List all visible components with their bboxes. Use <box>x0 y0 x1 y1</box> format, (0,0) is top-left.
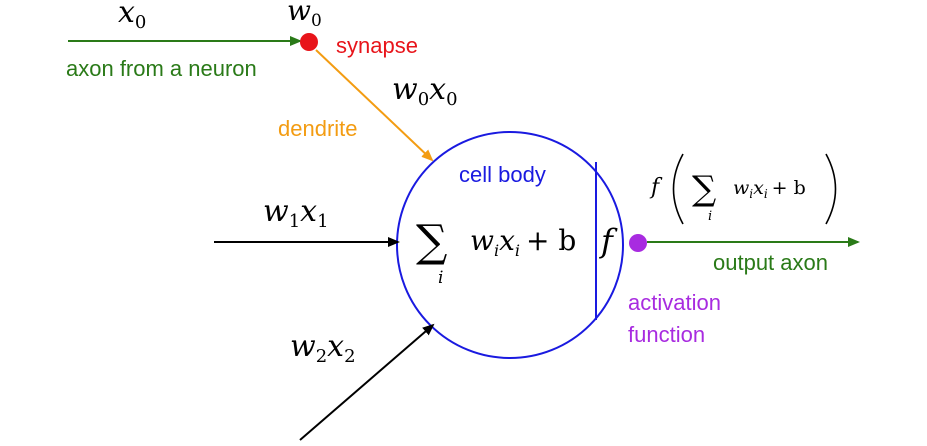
sum-body: wixi+ b <box>470 224 576 260</box>
synapse-label: synapse <box>336 33 418 58</box>
f-symbol: f <box>599 222 618 260</box>
x0-label: x0 <box>118 0 146 33</box>
cell-body-label: cell body <box>459 162 546 187</box>
output-right-paren <box>825 153 837 225</box>
output-sigma: ∑ <box>692 169 716 209</box>
output-body: wixi+ b <box>733 177 806 201</box>
output-index: i <box>708 209 712 224</box>
sum-sigma: ∑ <box>416 216 447 267</box>
sum-index: i <box>438 268 443 288</box>
synapse-dot <box>300 33 318 51</box>
w0x0-label: w0x0 <box>392 72 458 110</box>
w2x2-label: w2x2 <box>290 329 356 367</box>
w2x2-arrow <box>299 323 435 441</box>
activation-label-line2: function <box>628 322 705 347</box>
w0-label: w0 <box>287 0 322 31</box>
activation-label-line1: activation <box>628 290 721 315</box>
output-f: f <box>649 175 663 200</box>
axon-from-neuron-label: axon from a neuron <box>66 56 257 81</box>
w1x1-label: w1x1 <box>263 194 329 232</box>
output-axon-label: output axon <box>713 250 828 275</box>
activation-dot <box>629 234 647 252</box>
output-left-paren <box>672 153 684 225</box>
dendrite-label: dendrite <box>278 116 358 141</box>
dendrite-arrow <box>315 49 434 162</box>
